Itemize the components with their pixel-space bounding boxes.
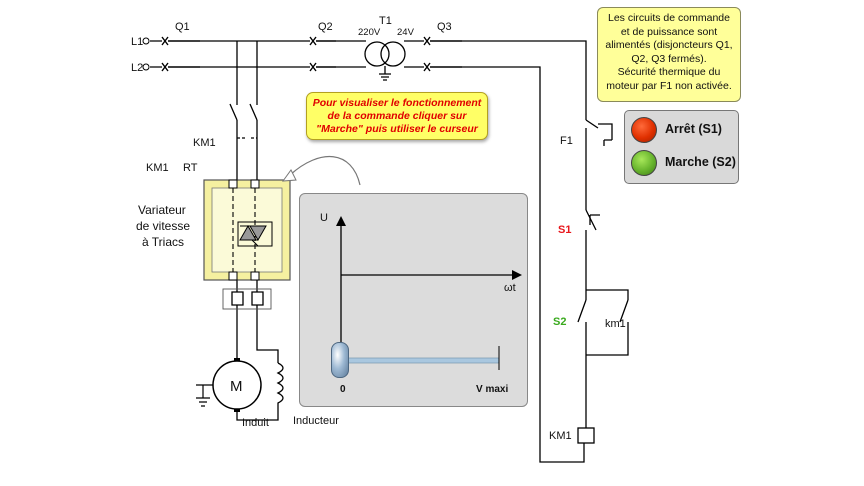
- label-induit: Induit: [242, 417, 269, 429]
- label-variator-3: à Triacs: [142, 235, 184, 249]
- label-24v: 24V: [397, 27, 415, 38]
- field-coil: [236, 362, 284, 421]
- f1-contact: [585, 119, 613, 146]
- stop-led-icon: [631, 117, 657, 143]
- slider-track: [344, 357, 500, 364]
- label-l1: L1: [131, 36, 143, 48]
- start-led-icon: [631, 150, 657, 176]
- label-s2: S2: [553, 316, 566, 328]
- scope-x-label: ωt: [504, 282, 516, 294]
- scope-axes: [336, 216, 522, 370]
- label-km1-main: KM1: [193, 137, 216, 149]
- line-l2-wire: [150, 66, 585, 463]
- slider-min-label: 0: [340, 384, 346, 395]
- breaker-q2: [309, 36, 336, 72]
- status-note: Les circuits de commande et de puissance…: [597, 7, 741, 102]
- label-inducteur: Inducteur: [293, 415, 339, 427]
- triac-icon: [237, 221, 273, 247]
- motor-icon: [196, 358, 262, 412]
- label-q3: Q3: [437, 21, 452, 33]
- s1-contact: [585, 209, 597, 232]
- label-f1: F1: [560, 135, 573, 147]
- label-q1: Q1: [175, 21, 190, 33]
- label-220v: 220V: [358, 27, 381, 38]
- stop-button-label: Arrêt (S1): [665, 122, 722, 136]
- km1-power-contacts: [229, 103, 258, 121]
- thermal-relay-box: [222, 288, 272, 310]
- label-km1-coil: KM1: [146, 162, 169, 174]
- slider-handle[interactable]: [331, 342, 349, 378]
- label-q2: Q2: [318, 21, 333, 33]
- label-rt: RT: [183, 162, 198, 174]
- breaker-q3: [423, 36, 462, 72]
- stop-button[interactable]: Arrêt (S1): [631, 116, 735, 144]
- label-variator-2: de vitesse: [136, 219, 190, 233]
- breaker-q1: [161, 36, 200, 72]
- start-button[interactable]: Marche (S2): [631, 149, 736, 177]
- help-note: Pour visualiser le fonctionnement de la …: [306, 92, 488, 140]
- label-km1-aux: km1: [605, 318, 626, 330]
- km1-coil: [577, 427, 595, 444]
- line-l1-wire: [150, 40, 587, 120]
- help-arrow: [289, 155, 361, 186]
- label-l2: L2: [131, 62, 143, 74]
- label-variator-1: Variateur: [138, 203, 186, 217]
- km1-aux-contact: [619, 299, 629, 335]
- transformer-t1: [360, 40, 410, 81]
- control-panel: Arrêt (S1) Marche (S2): [624, 110, 739, 184]
- start-button-label: Marche (S2): [665, 155, 736, 169]
- label-km1-bottom: KM1: [549, 430, 572, 442]
- label-s1: S1: [558, 224, 571, 236]
- slider-max-label: V maxi: [476, 384, 509, 395]
- label-t1: T1: [379, 15, 392, 27]
- label-motor: M: [230, 378, 243, 395]
- s2-contact: [577, 299, 587, 335]
- oscilloscope-panel: U ωt 0 V maxi: [299, 193, 528, 407]
- scope-y-label: U: [320, 212, 328, 224]
